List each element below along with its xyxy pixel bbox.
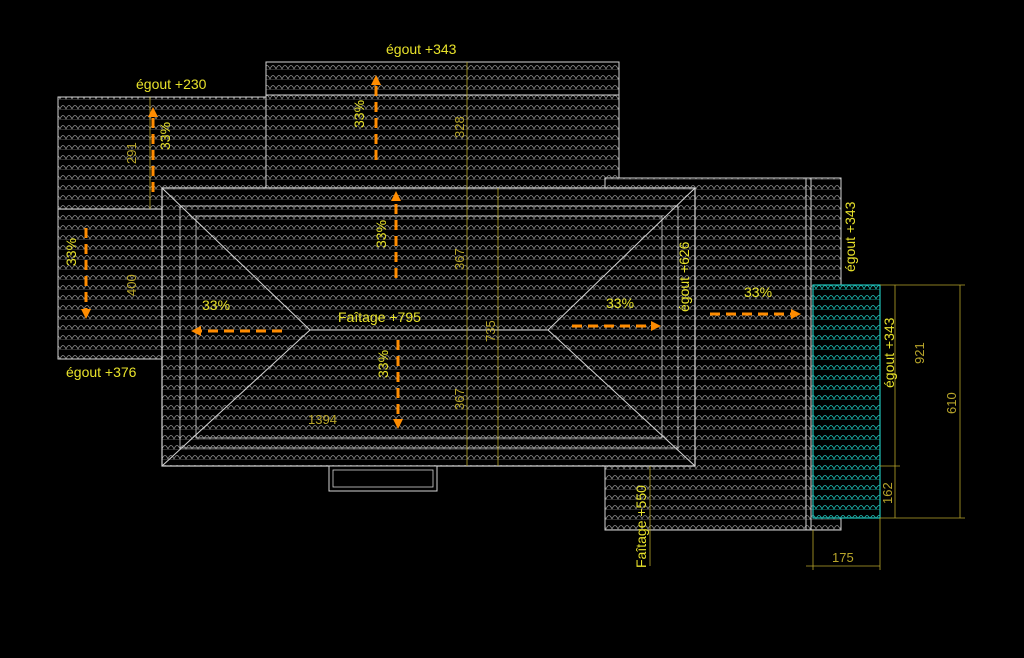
chimney-inner — [332, 469, 434, 488]
dim-162: 162 — [880, 482, 895, 504]
slope-label-main-down: 33% — [375, 350, 391, 378]
slope-label-main-up: 33% — [373, 220, 389, 248]
main-roof-inner-border — [179, 205, 679, 449]
roof-panel-left-lower — [57, 208, 167, 360]
hip-line-bl — [161, 329, 311, 467]
slope-label-main-right: 33% — [606, 295, 634, 311]
slope-label-top: 33% — [351, 100, 367, 128]
dim-400: 400 — [124, 274, 139, 296]
dim-175: 175 — [832, 550, 854, 565]
dim-367-lower: 367 — [452, 388, 467, 410]
label-faitage-main: Faîtage +795 — [338, 309, 421, 325]
dim-291: 291 — [124, 142, 139, 164]
label-egout-right-top: égout +343 — [842, 201, 858, 272]
main-hip-roof — [161, 187, 696, 467]
hip-line-br — [547, 329, 696, 467]
label-egout-glass: égout +343 — [881, 317, 897, 388]
label-egout-left-top: égout +230 — [136, 76, 207, 92]
slope-label-left-upper: 33% — [157, 122, 173, 150]
slope-label-left-lower: 33% — [63, 238, 79, 266]
label-egout-right-mid: égout +626 — [676, 241, 692, 312]
dim-610: 610 — [944, 392, 959, 414]
dim-921: 921 — [912, 342, 927, 364]
slope-label-right: 33% — [744, 284, 772, 300]
glass-roof-panel — [812, 284, 881, 519]
roof-panel-top — [265, 61, 620, 193]
dim-1394: 1394 — [308, 412, 337, 427]
hip-line-tl — [161, 187, 311, 331]
label-egout-left-bottom: égout +376 — [66, 364, 137, 380]
hip-line-tr — [547, 187, 696, 331]
slope-label-main-left: 33% — [202, 297, 230, 313]
dim-735: 735 — [483, 320, 498, 342]
dim-367-upper: 367 — [452, 248, 467, 270]
label-egout-top: égout +343 — [386, 41, 457, 57]
dim-328: 328 — [452, 116, 467, 138]
label-faitage-right: Faîtage +550 — [633, 485, 649, 568]
